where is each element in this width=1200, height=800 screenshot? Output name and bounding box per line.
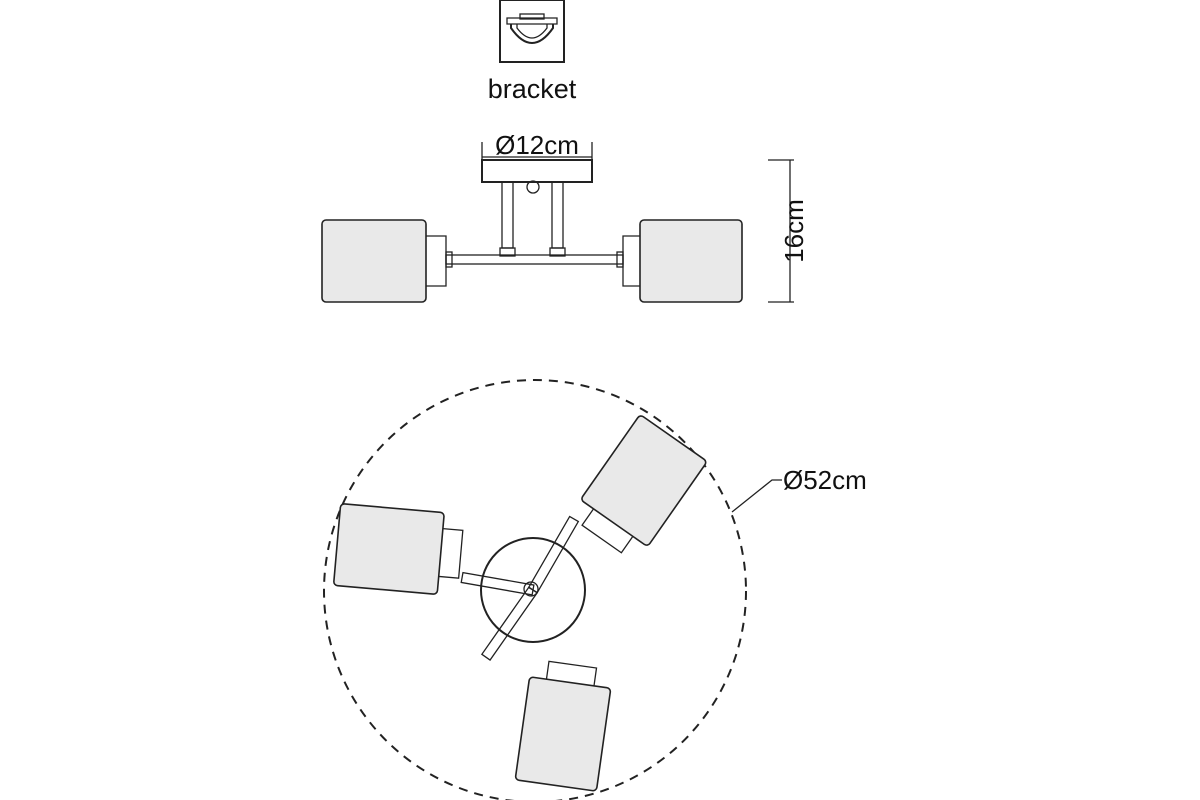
height-label: 16cm	[779, 199, 809, 263]
rod-left	[501, 181, 514, 249]
canopy	[481, 159, 593, 183]
top-view: Ø52cm	[323, 379, 867, 800]
bracket-icon	[499, 0, 565, 63]
canopy-plate	[480, 537, 586, 643]
shade-right	[639, 219, 743, 303]
socket-right	[622, 235, 640, 287]
span-diameter-label: Ø52cm	[783, 465, 867, 495]
screw-icon	[523, 581, 539, 597]
bracket-label: bracket	[488, 74, 577, 104]
span-circle	[323, 379, 747, 800]
side-view: Ø12cm 16cm	[321, 130, 809, 303]
rod-right	[551, 181, 564, 249]
screw-icon	[526, 180, 540, 194]
shade-left	[321, 219, 427, 303]
canopy-diameter-label: Ø12cm	[495, 130, 579, 160]
arm	[445, 254, 624, 265]
socket-left	[426, 235, 447, 287]
